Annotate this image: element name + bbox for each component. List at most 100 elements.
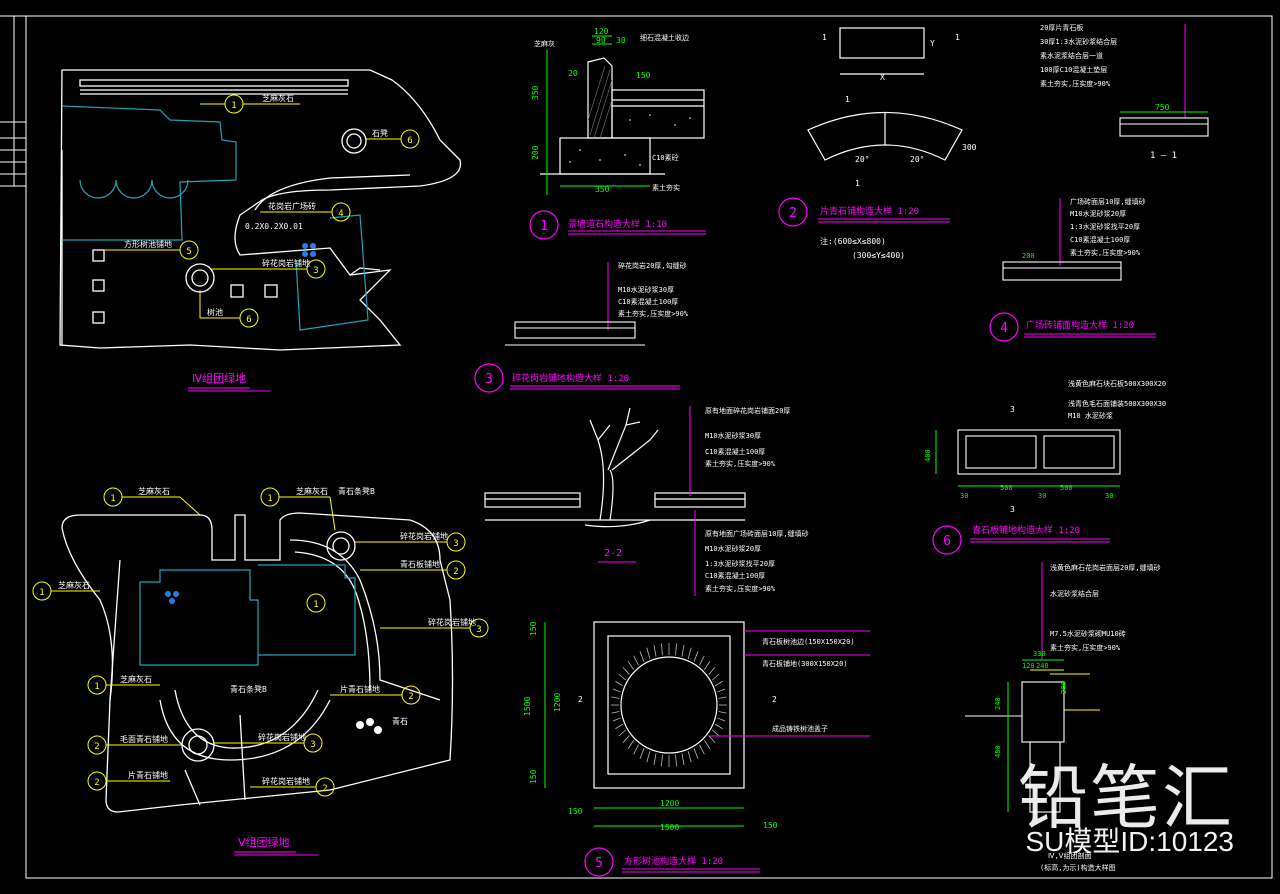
- p4-label-2: 石凳: [372, 128, 388, 138]
- grate-ray: [615, 680, 624, 687]
- watermark-id: SU模型ID:10123: [1025, 826, 1234, 857]
- d2-note-2: (300≤Y≤400): [852, 251, 905, 260]
- grate-ray: [646, 647, 651, 659]
- p4-label-3: 花岗岩广场砖: [268, 201, 316, 211]
- tree-note-2: M10水泥砂浆30厚: [705, 431, 761, 440]
- p4-label-1: 芝麻灰石: [262, 93, 294, 103]
- tree2-note-1: 原有地面广场砖面层10厚,缝填砂: [705, 529, 809, 538]
- grate-ray: [615, 723, 624, 730]
- grate-ray: [717, 688, 726, 693]
- d3-note-2: M10水泥砂浆30厚: [618, 285, 674, 294]
- svg-text:1: 1: [855, 179, 860, 188]
- grate-ray: [627, 740, 634, 750]
- grate-ray: [681, 645, 685, 657]
- d5-dim-1: 150: [529, 621, 538, 636]
- grate-ray: [718, 711, 727, 714]
- d5-dim-10: 2: [772, 695, 777, 704]
- grate-ray: [687, 647, 692, 659]
- d6-dim-1: 30: [960, 492, 968, 500]
- d11-note-5: 素土夯实,压实度>90%: [1040, 79, 1111, 88]
- wall-dim-1: 330: [1033, 650, 1046, 658]
- p4-label-7: 树池: [207, 307, 223, 317]
- tree-note-3: C10素混凝土100厚: [705, 447, 765, 456]
- p5-label-13: 片青石铺地: [340, 684, 380, 694]
- svg-text:30: 30: [616, 36, 626, 45]
- p5-label-10: 毛面青石铺地: [120, 734, 168, 744]
- svg-text:5: 5: [595, 856, 603, 871]
- p4-num-4: 5: [186, 247, 191, 257]
- grate-ray: [611, 696, 620, 699]
- d2-dim-a1: 20°: [855, 155, 869, 164]
- d1-note-1: 芝麻灰: [534, 39, 555, 48]
- p5-num-4: 2: [453, 567, 458, 577]
- p5-num-8: 2: [408, 692, 413, 702]
- p4-label-5: 方形树池铺地: [124, 239, 172, 249]
- grate-ray: [633, 655, 639, 666]
- p4-num-6: 6: [246, 315, 251, 325]
- d5-note-1: 青石板树池边(150X150X20): [762, 637, 855, 646]
- grate-ray: [612, 717, 621, 722]
- tree2-note-3: 1:3水泥砂浆找平20厚: [705, 559, 775, 568]
- p5-num-7: 1: [94, 682, 99, 692]
- grate-ray: [611, 711, 620, 714]
- p5-label-12: 片青石铺地: [128, 770, 168, 780]
- d22-title: 2-2: [604, 548, 622, 559]
- d6-dim-3: 30: [1038, 492, 1046, 500]
- d3-note-4: 素土夯实,压实度>90%: [618, 309, 689, 318]
- d2-title: 片青石铺构造大样 1:20: [820, 205, 919, 217]
- d5-dim-5: 1200: [660, 799, 679, 808]
- ref-marks: 33 11: [845, 95, 1015, 514]
- d6-dim-2: 500: [1000, 484, 1013, 492]
- p5-num-2: 1: [267, 494, 272, 504]
- d11-note-4: 100厚C10混凝土垫层: [1040, 65, 1107, 74]
- grate-ray: [653, 753, 657, 765]
- wall-dim-4: 200: [1060, 681, 1068, 694]
- svg-text:2: 2: [322, 784, 327, 794]
- plan-iv-title: Ⅳ组团绿地: [192, 371, 246, 385]
- d5-note-3: 成品铸铁树池盖子: [772, 724, 828, 733]
- d5-dim-9: 2: [578, 695, 583, 704]
- plan-iv: 1 6 4 5 3 6 芝麻灰石 石凳 花岗岩广场砖 0.2X0.2X0.01 …: [59, 69, 462, 392]
- wall-note-2: 水泥砂浆结合层: [1050, 589, 1099, 598]
- svg-text:200: 200: [1022, 252, 1035, 260]
- grate-ray: [618, 673, 626, 681]
- wall-dim-6: 480: [994, 745, 1002, 758]
- p4-num-1: 1: [231, 101, 236, 111]
- p4-num-5: 3: [313, 266, 318, 276]
- grate-ray: [646, 751, 651, 763]
- d2-note-1: 注:(600≤X≤800): [820, 236, 886, 246]
- grate-ray: [714, 723, 723, 730]
- d1-note-3: C10素砼: [652, 153, 679, 162]
- d5-title: 方形树池构造大样 1:20: [624, 855, 723, 867]
- d11-note-2: 30厚1:3水泥砂浆结合层: [1040, 37, 1117, 46]
- p4-label-6: 碎花岗岩铺地: [262, 258, 310, 268]
- tree2-note-5: 素土夯实,压实度>90%: [705, 584, 776, 593]
- d2-dim-a2: 20°: [910, 155, 924, 164]
- d2-dim-300: 300: [962, 143, 977, 152]
- p5-num-6: 3: [476, 625, 481, 635]
- d6-note-3: M10 水泥砂浆: [1068, 411, 1113, 420]
- plan-v: 1 1 3 2 1 3 1 2 3 2 2 12 芝麻灰石 芝麻灰石 青石条凳B…: [32, 486, 489, 856]
- p4-num-3: 4: [338, 209, 343, 219]
- wall-note-1: 浅黄色麻石花岗岩面层20厚,缝填砂: [1050, 563, 1161, 572]
- svg-text:6: 6: [943, 534, 951, 549]
- grate-ray: [612, 688, 621, 693]
- grate-ray: [661, 643, 663, 656]
- d5-dim-6: 150: [568, 807, 583, 816]
- detail-4: 广场砖面层10厚,缝填砂 M10水泥砂浆20厚 1:3水泥砂浆找平20厚 C10…: [989, 197, 1156, 342]
- p5-label-9: 青石条凳B: [230, 684, 267, 694]
- grate-ray: [622, 666, 630, 675]
- detail-2: 1 1 Y X 20° 20° 300 注:(600≤X≤800) (300≤Y…: [778, 27, 977, 260]
- tree2-note-2: M10水泥砂浆20厚: [705, 544, 761, 553]
- d6-dim-4: 500: [1060, 484, 1073, 492]
- detail-1-1: 20厚片青石板 30厚1:3水泥砂浆结合层 素水泥浆结合层一道 100厚C10混…: [1040, 23, 1209, 161]
- p5-num-5: 1: [313, 600, 318, 610]
- wall-note-4: 素土夯实,压实度>90%: [1050, 643, 1121, 652]
- grate-ray: [717, 717, 726, 722]
- grate-ray: [687, 751, 692, 763]
- detail-3: 碎花岗岩20厚,勾缝砂 M10水泥砂浆30厚 C10素混凝土100厚 素土夯实,…: [474, 261, 689, 393]
- plan-v-title: Ⅴ组团绿地: [238, 835, 290, 849]
- svg-text:350: 350: [531, 85, 540, 100]
